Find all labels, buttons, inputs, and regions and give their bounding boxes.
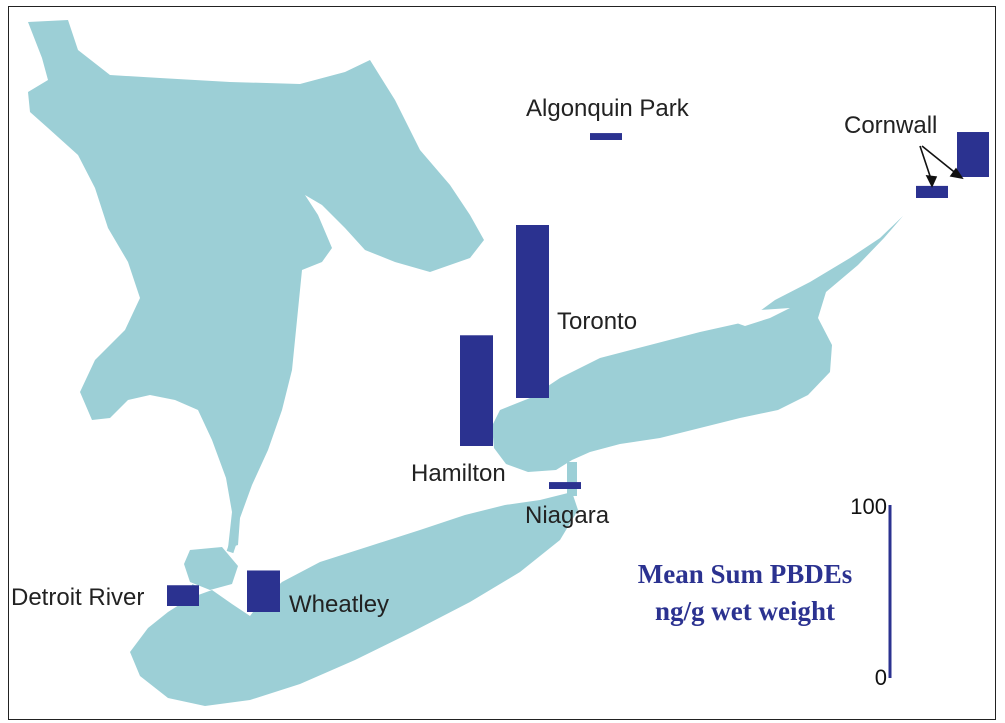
legend-scale-min: 0 — [875, 665, 887, 690]
label-algonquin-park: Algonquin Park — [526, 95, 690, 122]
legend-title-line1: Mean Sum PBDEs — [638, 559, 853, 589]
label-hamilton: Hamilton — [411, 460, 506, 487]
label-cornwall: Cornwall — [844, 112, 937, 139]
legend-scale-max: 100 — [850, 494, 887, 519]
label-detroit-river: Detroit River — [11, 584, 144, 611]
lake-ontario — [492, 216, 903, 472]
cornwall-arrows — [919, 145, 964, 188]
bar-algonquin-park — [590, 133, 622, 140]
bar-detroit-river — [167, 585, 199, 606]
bar-cornwall-east — [916, 185, 948, 198]
bar-niagara — [549, 482, 581, 489]
bar-toronto — [516, 225, 549, 398]
bar-wheatley — [247, 570, 280, 612]
lake-erie — [130, 492, 578, 706]
concentration-bars — [167, 132, 989, 612]
lake-st-clair — [184, 547, 238, 590]
bay-of-quinte — [728, 308, 790, 326]
legend-title-line2: ng/g wet weight — [655, 596, 835, 626]
bar-cornwall-west — [957, 132, 989, 177]
label-wheatley: Wheatley — [289, 591, 389, 618]
st-clair-river — [226, 538, 238, 554]
lake-huron — [28, 20, 484, 548]
label-toronto: Toronto — [557, 308, 637, 335]
bar-hamilton — [460, 335, 493, 446]
label-niagara: Niagara — [525, 502, 610, 529]
